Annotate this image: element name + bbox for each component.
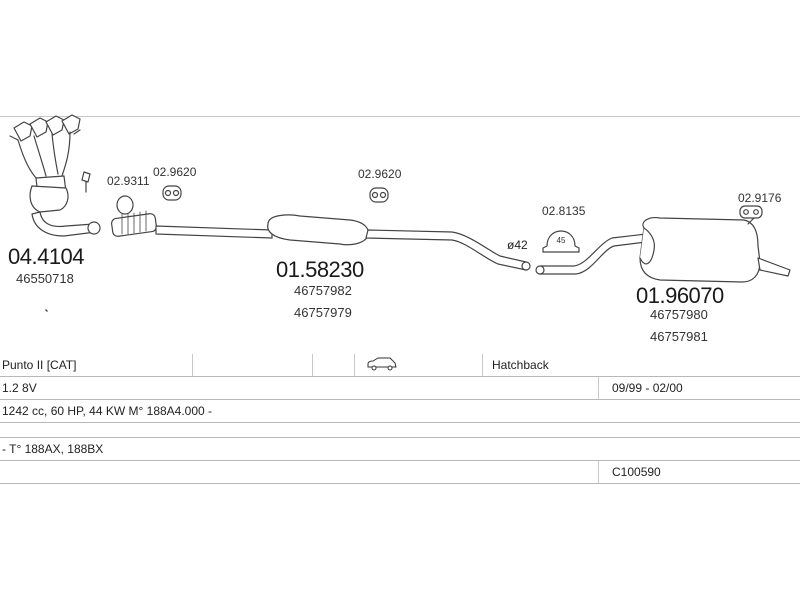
engine-cell: 1.2 8V	[2, 381, 37, 395]
top-rule	[0, 116, 800, 117]
rear-muffler-code[interactable]: 01.96070	[636, 283, 724, 308]
hanger-mid[interactable]	[369, 187, 389, 203]
table-row-engine: 1.2 8V 09/99 - 02/00	[0, 377, 800, 400]
hanger-front[interactable]	[162, 185, 182, 201]
table-row-empty	[0, 423, 800, 438]
rear-muffler-oe-2: 46757981	[650, 329, 708, 344]
hanger-front-code[interactable]: 02.9620	[153, 165, 197, 179]
gasket-part[interactable]	[116, 195, 134, 215]
mid-muffler-code[interactable]: 01.58230	[276, 257, 364, 282]
table-row-types: - T° 188AX, 188BX	[0, 438, 800, 461]
mid-muffler-oe-2: 46757979	[294, 305, 352, 320]
oxygen-sensor[interactable]	[81, 171, 91, 193]
dates-cell: 09/99 - 02/00	[612, 381, 683, 395]
mid-muffler-oe-1: 46757982	[294, 283, 352, 298]
manifold-oe-1: 46550718	[16, 271, 74, 286]
spec-cell: 1242 cc, 60 HP, 44 KW M° 188A4.000 -	[2, 404, 213, 418]
manifold-code[interactable]: 04.4104	[8, 244, 85, 269]
table-row-model: Punto II [CAT] Hatchback	[0, 354, 800, 377]
clamp-part[interactable]	[542, 230, 580, 253]
table-row-catalog: C100590	[0, 461, 800, 484]
mid-muffler-part[interactable]	[155, 214, 531, 271]
pipe-diameter: ø42	[507, 238, 528, 252]
front-flex-part[interactable]	[111, 210, 157, 237]
model-cell: Punto II [CAT]	[2, 358, 77, 372]
hanger-rear-code[interactable]: 02.9176	[738, 191, 782, 205]
types-cell: - T° 188AX, 188BX	[2, 442, 104, 456]
body-type-cell: Hatchback	[492, 358, 549, 372]
rear-muffler-oe-1: 46757980	[650, 307, 708, 322]
clamp-inner-label: 45	[557, 236, 566, 245]
manifold-part[interactable]	[9, 114, 101, 237]
car-hatchback-icon	[366, 357, 398, 374]
clamp-code[interactable]: 02.8135	[542, 204, 586, 218]
hanger-mid-code[interactable]: 02.9620	[358, 167, 402, 181]
table-row-spec: 1242 cc, 60 HP, 44 KW M° 188A4.000 -	[0, 400, 800, 423]
hanger-rear[interactable]	[739, 205, 763, 219]
gasket-code[interactable]: 02.9311	[107, 174, 150, 188]
exhaust-diagram: 45	[9, 114, 791, 312]
rear-muffler-part[interactable]	[535, 213, 791, 283]
catalog-id-cell: C100590	[612, 465, 661, 479]
